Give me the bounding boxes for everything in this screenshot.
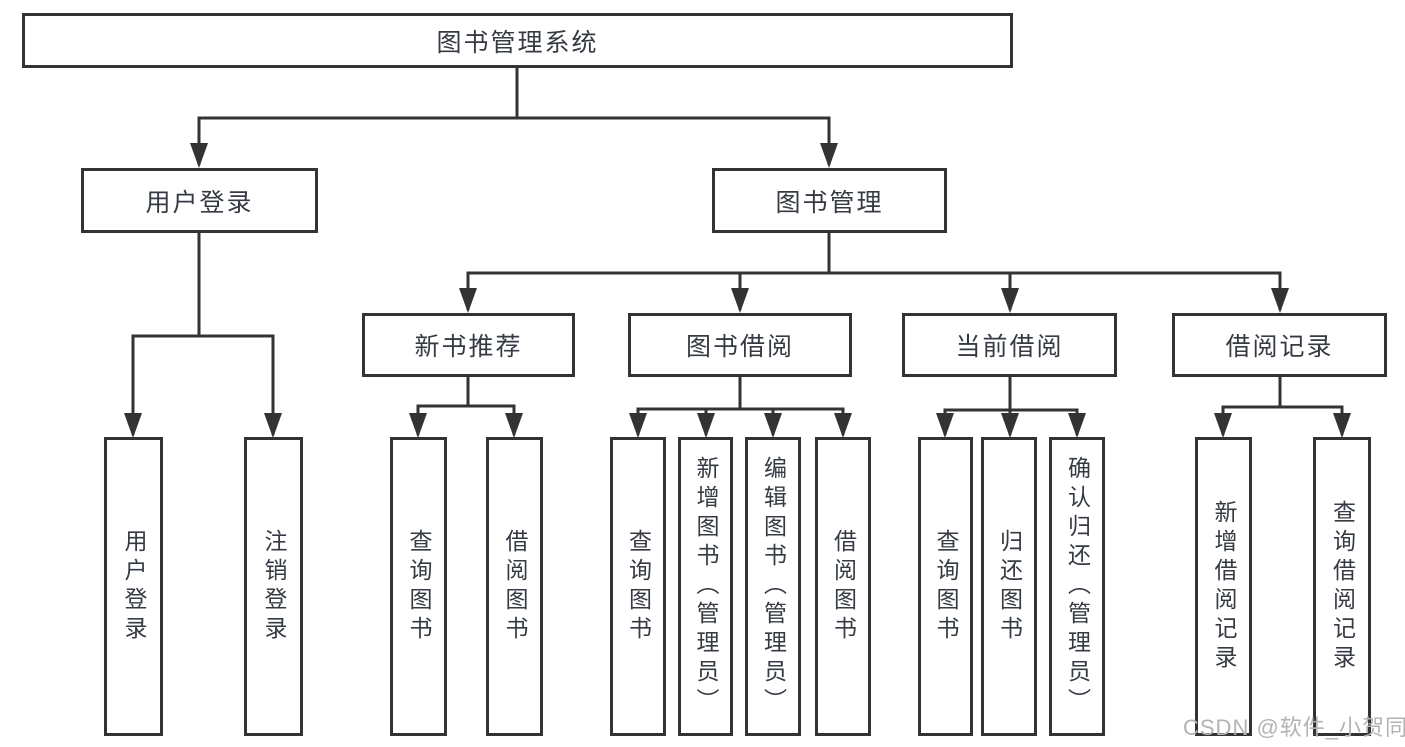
leaf-nbr-query-books: 查询图书 (390, 437, 447, 736)
node-borrow-records: 借阅记录 (1172, 313, 1387, 377)
connector-root-to-level2 (190, 68, 838, 168)
connector-current-borrow-to-leaves (936, 377, 1086, 438)
node-label: 查询图书 (406, 528, 432, 645)
node-book-borrow: 图书借阅 (628, 313, 852, 377)
node-label: 用户登录 (145, 188, 254, 217)
leaf-logout: 注销登录 (244, 437, 303, 736)
connector-book-management-to-level3 (459, 232, 1289, 313)
node-label: 归还图书 (996, 528, 1023, 645)
leaf-cb-confirm-return-admin: 确认归还（管理员） (1049, 437, 1105, 736)
node-root-system: 图书管理系统 (22, 13, 1013, 68)
node-new-book-recommend: 新书推荐 (362, 313, 575, 377)
node-current-borrow: 当前借阅 (902, 313, 1117, 377)
node-label: 查询图书 (933, 528, 959, 645)
leaf-bb-add-books-admin: 新增图书（管理员） (678, 437, 733, 736)
node-label: 新增借阅记录 (1211, 499, 1237, 674)
node-label: 查询图书 (625, 528, 652, 645)
node-label: 图书借阅 (685, 333, 794, 361)
node-label: 编辑图书（管理员） (760, 456, 787, 717)
leaf-user-login: 用户登录 (104, 437, 163, 736)
node-label: 图书管理系统 (436, 28, 599, 57)
leaf-bb-query-books: 查询图书 (610, 437, 666, 736)
node-label: 借阅记录 (1225, 333, 1334, 361)
node-label: 新增图书（管理员） (693, 456, 719, 717)
leaf-bb-edit-books-admin: 编辑图书（管理员） (745, 437, 801, 736)
leaf-cb-return-books: 归还图书 (981, 437, 1037, 736)
csdn-watermark: CSDN @软件_小贺同学 (1183, 715, 1405, 740)
connector-borrow-records-to-leaves (1214, 377, 1351, 438)
node-user-login: 用户登录 (81, 168, 318, 233)
leaf-nbr-borrow-books: 借阅图书 (486, 437, 543, 736)
node-label: 确认归还（管理员） (1064, 456, 1091, 717)
node-label: 借阅图书 (830, 528, 857, 645)
node-label: 注销登录 (261, 528, 287, 645)
node-label: 图书管理 (775, 188, 884, 217)
connector-user-login-to-leaves (124, 233, 282, 438)
leaf-bb-borrow-books: 借阅图书 (815, 437, 871, 736)
leaf-cb-query-books: 查询图书 (918, 437, 973, 736)
leaf-br-add-record: 新增借阅记录 (1195, 437, 1252, 736)
node-label: 当前借阅 (955, 333, 1064, 361)
node-label: 查询借阅记录 (1329, 499, 1356, 674)
node-label: 借阅图书 (502, 528, 528, 645)
connector-new-book-recommend-to-leaves (409, 377, 523, 438)
connector-book-borrow-to-leaves (629, 377, 852, 438)
node-label: 新书推荐 (414, 333, 523, 361)
leaf-br-query-record: 查询借阅记录 (1313, 437, 1371, 736)
node-book-management: 图书管理 (712, 168, 947, 233)
node-label: 用户登录 (121, 528, 147, 645)
